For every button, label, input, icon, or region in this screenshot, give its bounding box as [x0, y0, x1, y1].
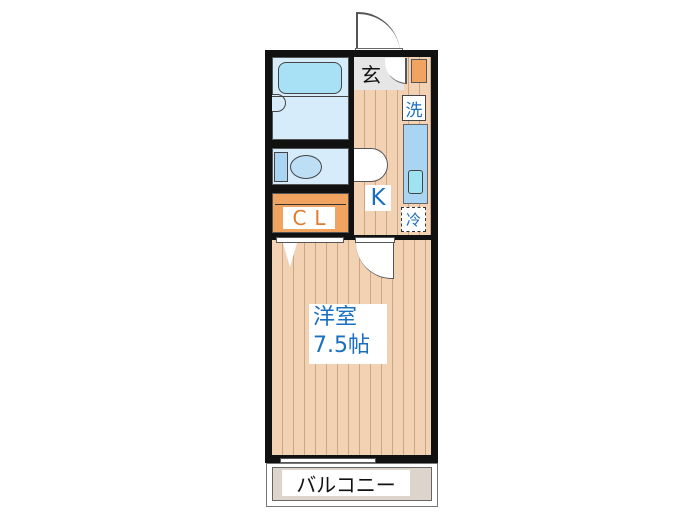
kitchen-label: K: [365, 185, 391, 211]
shoe-cabinet: [411, 59, 427, 83]
closet-label: CL: [283, 206, 335, 230]
bathtub-icon: [278, 62, 342, 94]
room-name: 洋室: [313, 305, 358, 330]
room-size: 7.5帖: [313, 333, 370, 358]
toilet-bowl-icon: [290, 155, 322, 179]
toilet-tank-icon: [274, 152, 288, 182]
bath-divider: [272, 96, 349, 97]
bath-door-arc: [354, 148, 388, 182]
room-label: 洋室 7.5帖: [309, 304, 387, 364]
faucet-icon: [272, 94, 286, 112]
entrance-label: 玄: [361, 62, 381, 87]
closet-door-rail: [276, 237, 344, 243]
closet-rod: [275, 204, 346, 205]
balcony-label: バルコニー: [282, 470, 410, 497]
washer-label: 洗: [402, 95, 426, 121]
fridge-label: 冷: [401, 207, 426, 232]
balcony-window: [280, 458, 376, 463]
closet-door-icon: [283, 243, 297, 267]
sink-icon: [408, 170, 423, 194]
